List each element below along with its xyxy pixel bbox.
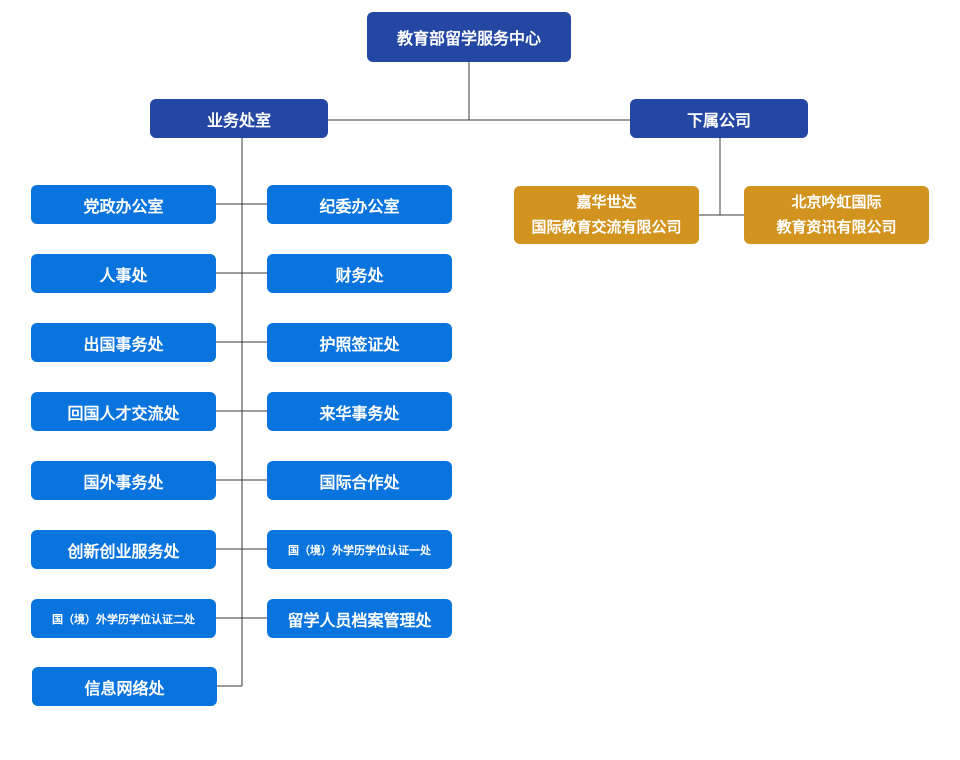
department-node: 纪委办公室 <box>267 185 452 224</box>
department-node: 党政办公室 <box>31 185 216 224</box>
department-node: 国（境）外学历学位认证二处 <box>31 599 216 638</box>
business-division-node: 业务处室 <box>150 99 328 138</box>
department-node: 国际合作处 <box>267 461 452 500</box>
company-node: 北京吟虹国际 教育资讯有限公司 <box>744 186 929 244</box>
company-node: 嘉华世达 国际教育交流有限公司 <box>514 186 699 244</box>
department-node: 人事处 <box>31 254 216 293</box>
department-node: 国（境）外学历学位认证一处 <box>267 530 452 569</box>
department-node: 留学人员档案管理处 <box>267 599 452 638</box>
department-node: 护照签证处 <box>267 323 452 362</box>
department-node: 回国人才交流处 <box>31 392 216 431</box>
subsidiaries-division-node: 下属公司 <box>630 99 808 138</box>
department-node: 创新创业服务处 <box>31 530 216 569</box>
department-node: 来华事务处 <box>267 392 452 431</box>
department-node: 出国事务处 <box>31 323 216 362</box>
company-name-line: 教育资讯有限公司 <box>776 218 897 236</box>
company-name-line: 北京吟虹国际 <box>791 193 882 211</box>
company-name-line: 国际教育交流有限公司 <box>531 218 682 236</box>
department-node: 信息网络处 <box>32 667 217 706</box>
department-node: 财务处 <box>267 254 452 293</box>
org-root-node: 教育部留学服务中心 <box>367 12 571 62</box>
department-node: 国外事务处 <box>31 461 216 500</box>
company-name-line: 嘉华世达 <box>576 193 637 211</box>
